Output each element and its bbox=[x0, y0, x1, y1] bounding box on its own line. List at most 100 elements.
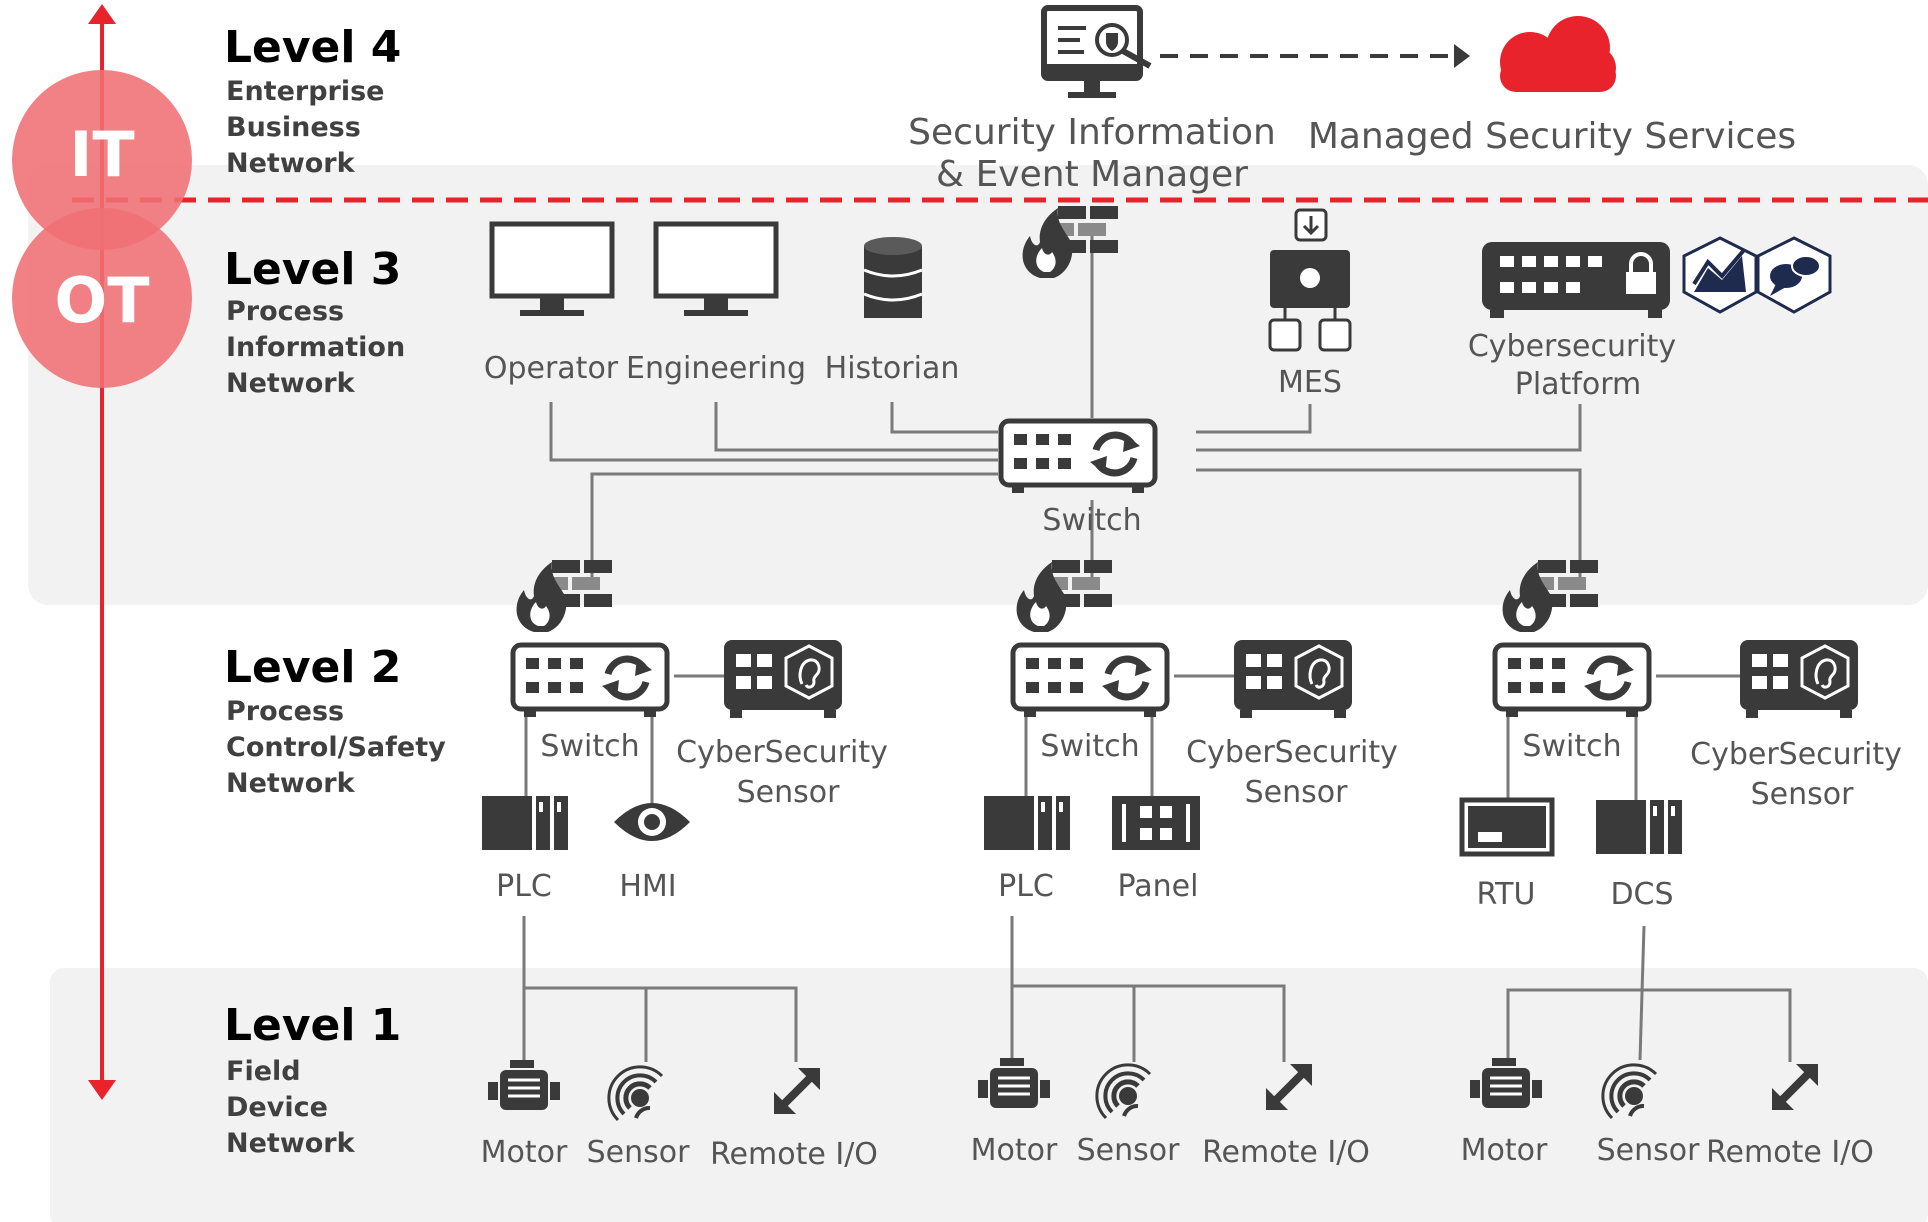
it-badge bbox=[12, 70, 192, 250]
dcs-icon bbox=[1596, 800, 1682, 854]
sensor-label: Sensor bbox=[1751, 777, 1854, 812]
level-subtitle: Network bbox=[226, 148, 356, 179]
sensor-label: Sensor bbox=[1245, 775, 1348, 810]
field-sensor-node[interactable]: Sensor bbox=[1077, 1065, 1180, 1168]
level-subtitle: Network bbox=[226, 768, 356, 799]
level3-wiring bbox=[549, 230, 1582, 580]
cybersecurity-sensor[interactable]: CyberSecurity Sensor bbox=[1690, 638, 1902, 812]
motor-node[interactable]: Motor bbox=[1461, 1056, 1548, 1168]
ear-sensor-icon bbox=[722, 638, 844, 720]
level3-label: Level 3 Process Information Network bbox=[224, 244, 405, 399]
mss-label: Managed Security Services bbox=[1308, 116, 1796, 157]
field-sensor-label: Sensor bbox=[1597, 1133, 1700, 1168]
rtu-icon bbox=[1459, 797, 1555, 857]
level1-label: Level 1 Field Device Network bbox=[224, 1000, 401, 1159]
cell-switch[interactable]: Switch bbox=[1013, 645, 1167, 764]
switch-icon bbox=[1013, 645, 1167, 717]
motor-label: Motor bbox=[971, 1133, 1058, 1168]
switch-label: Switch bbox=[1040, 729, 1139, 764]
level-title: Level 4 bbox=[224, 22, 401, 73]
mes-node[interactable]: MES bbox=[1268, 208, 1352, 400]
eye-icon bbox=[614, 803, 690, 841]
level-subtitle: Business bbox=[226, 112, 361, 143]
hmi-node[interactable]: HMI bbox=[614, 803, 690, 904]
plc-node[interactable]: PLC bbox=[482, 796, 568, 904]
mes-icon bbox=[1268, 208, 1352, 352]
arrow-right-icon bbox=[1454, 44, 1470, 68]
motor-label: Motor bbox=[1461, 1133, 1548, 1168]
ear-sensor-icon bbox=[1738, 638, 1860, 720]
database-icon bbox=[863, 237, 923, 318]
cell-switch[interactable]: Switch bbox=[513, 645, 667, 764]
siem-label: & Event Manager bbox=[936, 154, 1248, 195]
siem-node[interactable]: Security Information & Event Manager bbox=[908, 5, 1276, 195]
dcs-node[interactable]: DCS bbox=[1596, 800, 1682, 912]
siem-monitor-icon bbox=[1041, 5, 1152, 98]
cybersecurity-platform-node[interactable]: Cybersecurity Platform bbox=[1468, 236, 1832, 402]
level-subtitle: Process bbox=[226, 696, 344, 727]
field-sensor-node[interactable]: Sensor bbox=[587, 1067, 690, 1170]
rtu-label: RTU bbox=[1477, 877, 1536, 912]
cell-1: Switch CyberSecurity Sensor PLC HMI Moto… bbox=[481, 560, 888, 1172]
switch-icon bbox=[1001, 421, 1155, 493]
operator-node[interactable]: Operator bbox=[484, 224, 619, 386]
dcs-label: DCS bbox=[1610, 877, 1673, 912]
remote-io-label: Remote I/O bbox=[1202, 1135, 1370, 1170]
mss-node[interactable]: Managed Security Services bbox=[1308, 16, 1796, 157]
remote-io-node[interactable]: Remote I/O bbox=[1202, 1064, 1370, 1170]
platform-label: Cybersecurity bbox=[1468, 329, 1676, 364]
appliance-lock-icon bbox=[1482, 242, 1670, 318]
analytics-icon bbox=[1682, 236, 1758, 314]
sensor-label: CyberSecurity bbox=[676, 735, 888, 770]
sensor-label: Sensor bbox=[737, 775, 840, 810]
rtu-node[interactable]: RTU bbox=[1459, 797, 1555, 912]
arrow-down-icon bbox=[88, 1080, 116, 1100]
cell-2-wiring bbox=[1010, 674, 1286, 1062]
level-subtitle: Enterprise bbox=[226, 76, 384, 107]
level-title: Level 2 bbox=[224, 642, 401, 693]
motor-node[interactable]: Motor bbox=[481, 1058, 568, 1170]
plc-label: PLC bbox=[496, 869, 552, 904]
panel-node[interactable]: Panel bbox=[1112, 796, 1200, 904]
panel-label: Panel bbox=[1118, 869, 1199, 904]
panel-icon bbox=[1112, 796, 1200, 850]
cell-2: Switch CyberSecurity Sensor PLC Panel Mo… bbox=[971, 560, 1398, 1170]
level-subtitle: Network bbox=[226, 368, 356, 399]
platform-label: Platform bbox=[1515, 367, 1642, 402]
mes-label: MES bbox=[1278, 365, 1342, 400]
sensor-label: CyberSecurity bbox=[1690, 737, 1902, 772]
plc-node[interactable]: PLC bbox=[984, 796, 1070, 904]
remote-io-node[interactable]: Remote I/O bbox=[1706, 1064, 1874, 1170]
cell-switch[interactable]: Switch bbox=[1495, 645, 1649, 764]
core-switch-node[interactable]: Switch bbox=[1001, 421, 1155, 538]
switch-icon bbox=[1495, 645, 1649, 717]
engineering-label: Engineering bbox=[626, 351, 806, 386]
it-badge-label: IT bbox=[69, 118, 134, 191]
engineering-node[interactable]: Engineering bbox=[626, 224, 806, 386]
switch-label: Switch bbox=[1522, 729, 1621, 764]
motor-label: Motor bbox=[481, 1135, 568, 1170]
switch-label: Switch bbox=[540, 729, 639, 764]
level-title: Level 1 bbox=[224, 1000, 401, 1051]
remote-io-label: Remote I/O bbox=[1706, 1135, 1874, 1170]
cell-1-wiring bbox=[522, 674, 798, 1062]
historian-node[interactable]: Historian bbox=[825, 237, 960, 386]
level-subtitle: Process bbox=[226, 296, 344, 327]
remote-io-node[interactable]: Remote I/O bbox=[710, 1068, 878, 1172]
level-subtitle: Device bbox=[226, 1092, 328, 1123]
plc-icon bbox=[984, 796, 1070, 850]
cybersecurity-sensor[interactable]: CyberSecurity Sensor bbox=[676, 638, 888, 810]
hmi-label: HMI bbox=[619, 869, 676, 904]
field-sensor-label: Sensor bbox=[587, 1135, 690, 1170]
ear-sensor-icon bbox=[1232, 638, 1354, 720]
motor-node[interactable]: Motor bbox=[971, 1056, 1058, 1168]
field-sensor-node[interactable]: Sensor bbox=[1597, 1065, 1700, 1168]
core-switch-label: Switch bbox=[1042, 503, 1141, 538]
sensor-label: CyberSecurity bbox=[1186, 735, 1398, 770]
level4-label: Level 4 Enterprise Business Network bbox=[224, 22, 401, 179]
level1-panel bbox=[50, 968, 1928, 1222]
cell-3-wiring bbox=[1506, 674, 1792, 1062]
plc-label: PLC bbox=[998, 869, 1054, 904]
cybersecurity-sensor[interactable]: CyberSecurity Sensor bbox=[1186, 638, 1398, 810]
